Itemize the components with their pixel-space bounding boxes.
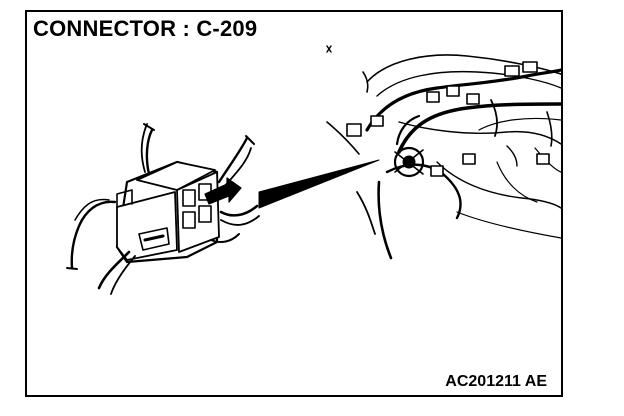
harness-bundle	[397, 102, 561, 154]
panel-outline	[366, 54, 561, 83]
harness-connector	[370, 115, 384, 127]
connector-title: CONNECTOR : C-209	[33, 16, 258, 41]
wiring-illustration	[66, 45, 561, 295]
terminal-cavity-front	[138, 227, 170, 251]
panel-outline	[376, 70, 561, 97]
harness-connector	[426, 91, 440, 103]
harness-connector	[446, 85, 460, 97]
harness-connector	[346, 123, 362, 137]
harness-bundle	[395, 114, 421, 146]
wire	[97, 250, 131, 290]
wire	[222, 147, 252, 189]
vehicle-wiring-scene	[326, 45, 561, 260]
panel-outline	[496, 161, 538, 203]
wire	[210, 233, 240, 243]
harness-bundle	[356, 191, 376, 235]
harness-connector	[462, 153, 476, 165]
panel-outline	[456, 211, 561, 239]
terminal-cavity	[182, 211, 196, 229]
wire	[145, 128, 154, 176]
figure-frame: CONNECTOR : C-209 AC201211 AE	[25, 10, 563, 397]
harness-bundle	[326, 121, 360, 155]
wire	[219, 204, 259, 217]
panel-outline	[436, 161, 561, 209]
harness-connector	[466, 93, 480, 105]
harness-bundle	[365, 68, 561, 132]
wire	[220, 215, 260, 226]
harness-bundle	[377, 180, 393, 260]
wire	[110, 255, 136, 295]
harness-connector	[536, 153, 550, 165]
connector-c209-closeup	[66, 123, 260, 295]
figure-reference-code: AC201211 AE	[445, 373, 547, 390]
panel-outline	[398, 121, 561, 145]
wire	[70, 200, 117, 270]
wire	[74, 198, 110, 221]
connector-front-face	[116, 191, 178, 261]
harness-connector	[504, 65, 520, 77]
terminal-cavity	[182, 189, 196, 207]
connector-location-cluster	[393, 146, 425, 178]
connector-top-face	[136, 161, 216, 191]
panel-outline	[478, 117, 561, 131]
terminal-cavity	[198, 205, 212, 223]
wire	[140, 123, 148, 173]
harness-connector	[430, 165, 444, 177]
harness-connector	[522, 61, 538, 73]
location-pointer-wedge	[258, 159, 380, 209]
wire	[217, 136, 249, 184]
